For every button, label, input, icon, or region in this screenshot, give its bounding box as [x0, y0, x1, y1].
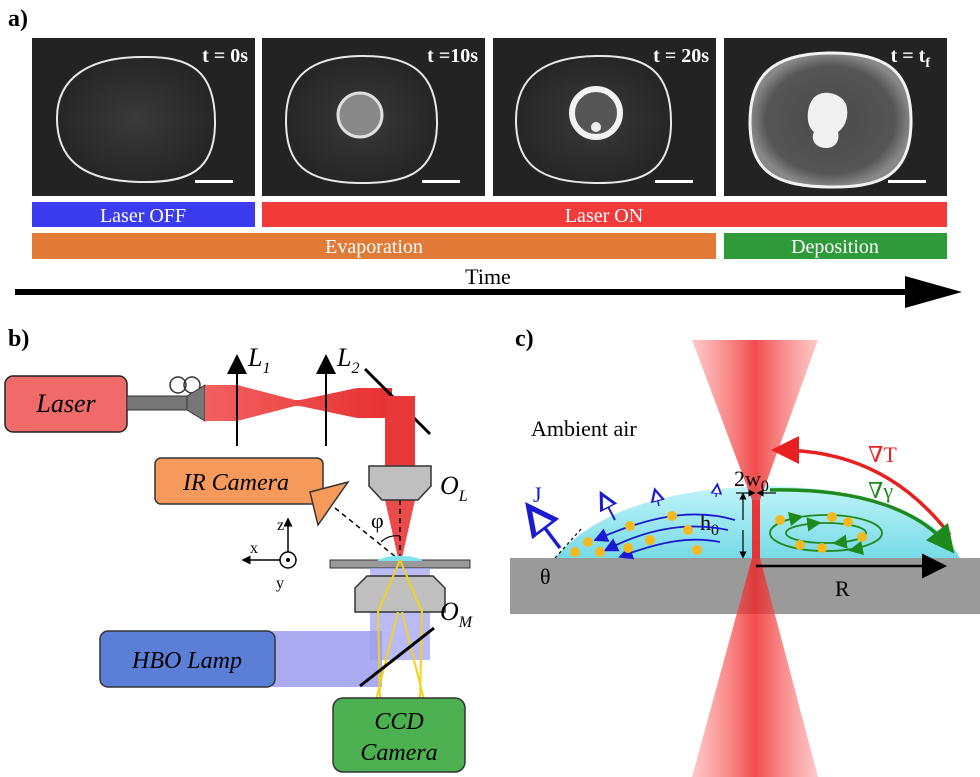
objective-ol-label: OL: [440, 471, 468, 505]
panel-c-label: c): [515, 326, 534, 352]
coordinate-axes: z x y: [241, 517, 297, 592]
laser-beam-bottom: [692, 558, 818, 777]
panel-a-label: a): [8, 6, 28, 32]
hbo-beam: [272, 631, 382, 687]
evaporation-label: Evaporation: [325, 236, 423, 258]
temperature-gradient-arrow: [771, 436, 952, 537]
time-axis-label: Time: [465, 264, 511, 289]
fiber-coil: [169, 376, 187, 394]
laser-beam-horizontal: [205, 385, 392, 421]
radius-label: R: [835, 576, 850, 601]
lens-l1-label: L1: [247, 343, 270, 377]
deposition-label: Deposition: [791, 236, 879, 258]
ir-camera-box: [154, 457, 324, 505]
fiber: [126, 395, 188, 411]
collimator: [186, 384, 206, 422]
frame-t10: t =10s: [262, 38, 485, 196]
ccd-camera-box: [332, 697, 466, 773]
laser-waist: [752, 500, 760, 558]
laser-beam-vertical: [385, 396, 415, 468]
laser-off-bar: [32, 202, 255, 227]
evaporative-flux-arrows: [535, 488, 717, 550]
waist-label: 2w0: [734, 466, 769, 495]
hbo-lamp-label: HBO Lamp: [131, 648, 242, 674]
contact-angle-label: θ: [540, 564, 551, 589]
particles: [570, 511, 867, 557]
dichroic-mirror: [359, 626, 435, 688]
laser-label: Laser: [35, 389, 96, 418]
frame-time-label: t = 20s: [653, 45, 709, 67]
ir-camera-label: IR Camera: [182, 470, 289, 496]
laser-off-label: Laser OFF: [100, 205, 186, 227]
svg-text:y: y: [276, 575, 284, 592]
flux-label: J: [533, 482, 542, 507]
ccd-label-line1: CCD: [374, 709, 423, 735]
deposition-bar: [724, 233, 947, 259]
contact-angle-line: [554, 527, 583, 559]
surface-tension-gradient-arrow: [769, 488, 955, 554]
laser-on-bar: [262, 202, 947, 227]
ambient-air-label: Ambient air: [531, 416, 637, 441]
evaporation-bar: [32, 233, 716, 259]
frame-time-label: t =10s: [427, 45, 478, 67]
imaging-rays-cross: [375, 611, 425, 701]
frame-tf: t = tf: [724, 38, 947, 196]
laser-beam-top: [692, 340, 818, 500]
phi-label: φ: [371, 508, 384, 533]
temperature-gradient-label: ∇T: [868, 442, 897, 467]
svg-text:z: z: [277, 517, 284, 534]
frame-time-label: t = 0s: [202, 45, 248, 67]
time-arrowhead: [905, 276, 962, 308]
hbo-lamp-box: [99, 630, 276, 688]
frame-time-label: t = tf: [891, 45, 931, 71]
droplet-b: [377, 555, 423, 561]
laser-on-label: Laser ON: [565, 205, 643, 227]
lens-l2-label: L2: [336, 343, 359, 377]
ccd-label-line2: Camera: [360, 740, 437, 766]
objective-om: [354, 575, 446, 613]
ir-view-line: [334, 507, 398, 559]
ir-camera-lens: [309, 480, 350, 527]
panel-b-label: b): [8, 326, 29, 352]
frame-t0: t = 0s: [32, 38, 255, 196]
svg-text:x: x: [250, 540, 258, 557]
objective-om-label: OM: [440, 597, 474, 631]
objective-ol: [368, 465, 432, 501]
phi-arc: [380, 535, 401, 543]
frame-t20: t = 20s: [493, 38, 716, 196]
height-label: h0: [700, 510, 719, 539]
surface-tension-gradient-label: ∇γ: [868, 478, 893, 503]
